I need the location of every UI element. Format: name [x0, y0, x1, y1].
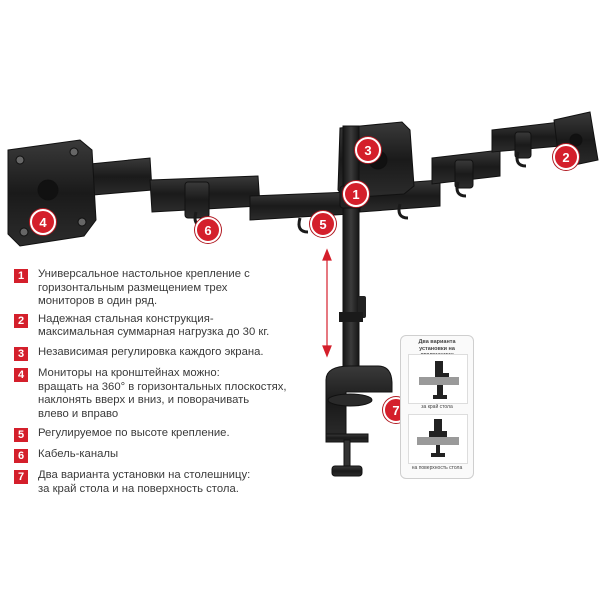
feature-text: Кабель-каналы — [38, 448, 119, 461]
feature-item-2: 2 Надежная стальная конструкция- максима… — [14, 313, 314, 340]
feature-item-5: 5 Регулируемое по высоте крепление. — [14, 427, 314, 443]
feature-text: Два варианта установки на столешницу: за… — [38, 469, 251, 495]
inset-caption-surface: на поверхность стола — [411, 465, 463, 471]
feature-text: Регулируемое по высоте крепление. — [38, 427, 230, 440]
feature-text: Независимая регулировка каждого экрана. — [38, 345, 264, 358]
feature-text: Мониторы на кронштейнах можно: вращать н… — [38, 366, 287, 420]
inset-surface-mount-image — [408, 414, 468, 464]
marker-2: 2 — [553, 144, 579, 170]
feature-number-badge: 1 — [14, 269, 28, 283]
marker-5: 5 — [310, 211, 336, 237]
feature-item-7: 7 Два варианта установки на столешницу: … — [14, 469, 314, 496]
feature-text: Универсальное настольное крепление с гор… — [38, 268, 250, 308]
feature-text: Надежная стальная конструкция- максималь… — [38, 312, 270, 339]
feature-item-6: 6 Кабель-каналы — [14, 448, 314, 464]
feature-list: 1 Универсальное настольное крепление с г… — [14, 268, 314, 497]
installation-options-inset: Два варианта установки на столешницу за … — [400, 335, 474, 479]
left-arm — [79, 157, 351, 221]
feature-number-badge: 6 — [14, 449, 28, 464]
feature-item-4: 4 Мониторы на кронштейнах можно: вращать… — [14, 367, 314, 421]
feature-number-badge: 2 — [14, 313, 28, 328]
marker-1: 1 — [343, 181, 369, 207]
desk-clamp — [325, 365, 393, 477]
height-arrow — [322, 248, 332, 358]
feature-item-1: 1 Универсальное настольное крепление с г… — [14, 268, 314, 309]
feature-item-3: 3 Независимая регулировка каждого экрана… — [14, 346, 314, 361]
marker-6: 6 — [195, 217, 221, 243]
pole — [342, 125, 360, 377]
feature-number-badge: 4 — [14, 367, 28, 382]
feature-number-badge: 7 — [14, 470, 28, 485]
feature-number-badge: 5 — [14, 428, 28, 443]
right-arm — [359, 121, 561, 213]
marker-3: 3 — [355, 137, 381, 163]
inset-edge-mount-image — [408, 354, 468, 404]
inset-caption-edge: за край стола — [421, 404, 453, 410]
feature-number-badge: 3 — [14, 346, 28, 361]
marker-4: 4 — [30, 209, 56, 235]
